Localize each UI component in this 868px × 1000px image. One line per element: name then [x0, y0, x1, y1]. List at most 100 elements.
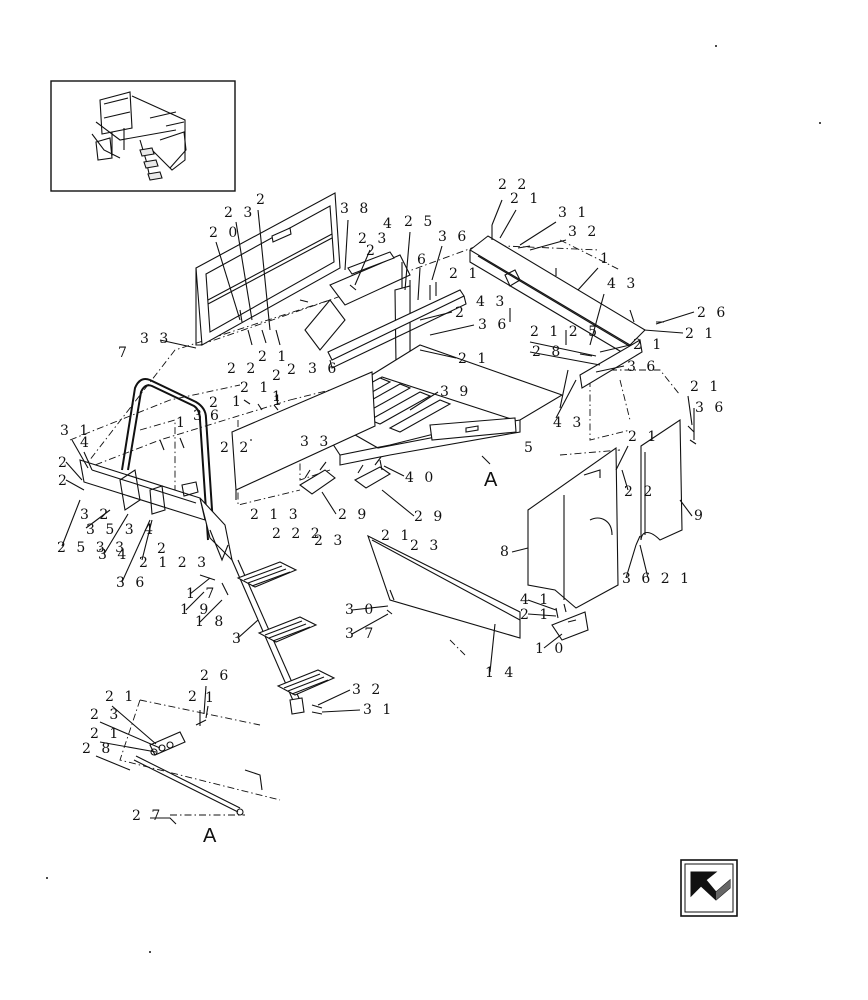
part-label: 2 [287, 362, 299, 378]
part-label: 2 [58, 473, 70, 489]
part-label: 2 3 [224, 205, 255, 221]
part-label: 1 [176, 415, 188, 431]
part-label: 2 2 [227, 361, 258, 377]
part-label: 2 [256, 192, 268, 208]
part-label: 3 6 [627, 359, 658, 375]
part-label: 1 0 [535, 641, 566, 657]
part-label: 4 [80, 435, 92, 451]
part-label: 3 6 [308, 361, 339, 377]
part-label: 3 [232, 631, 244, 647]
part-label: 3 6 [116, 575, 147, 591]
part-label: 6 [417, 252, 429, 268]
part-label: 2 1 [690, 379, 721, 395]
part-label: 2 9 [338, 507, 369, 523]
part-label: 2 2 [624, 484, 655, 500]
part-label: 2 3 [410, 538, 441, 554]
part-label: 2 1 [633, 337, 664, 353]
part-label: 3 2 [568, 224, 599, 240]
part-label: 2 [272, 368, 284, 384]
part-label: 3 2 [80, 507, 111, 523]
part-label: 2 1 [628, 429, 659, 445]
view-label: A [203, 825, 217, 847]
part-label: 2 1 [685, 326, 716, 342]
front-wall-panel [231, 371, 376, 500]
part-label: 2 [455, 305, 467, 321]
part-label: 2 3 [90, 707, 121, 723]
part-label: 2 1 [90, 726, 121, 742]
lower-panel-14 [367, 534, 521, 639]
part-label: 3 9 [440, 384, 471, 400]
part-label: 2 7 [132, 808, 163, 824]
part-label: 2 2 [498, 177, 529, 193]
view-label: A [484, 469, 498, 491]
part-label: 3 1 [363, 702, 394, 718]
part-label: 2 1 [458, 351, 489, 367]
part-label: 2 1 [240, 380, 271, 396]
part-label: 2 [157, 541, 169, 557]
part-label: 1 [272, 389, 284, 405]
part-label: 1 7 [186, 586, 217, 602]
part-label: 2 6 [200, 668, 231, 684]
part-label: 2 5 3 3 [57, 540, 127, 556]
brackets [299, 456, 392, 495]
part-label: 2 1 3 [250, 507, 301, 523]
return-arrow-icon[interactable] [680, 859, 738, 917]
part-label: 9 [694, 508, 706, 524]
side-panel-9 [640, 418, 683, 541]
part-label: 2 9 [414, 509, 445, 525]
view-labels: AA [203, 469, 498, 847]
part-label: 3 5 3 4 [86, 522, 156, 538]
part-label: 1 [205, 690, 217, 706]
part-label: 3 0 [345, 602, 376, 618]
part-label: 4 3 [476, 294, 507, 310]
part-label: 3 6 [478, 317, 509, 333]
part-label: 8 [500, 544, 512, 560]
part-label: 1 [600, 251, 612, 267]
part-label: 3 1 [558, 205, 589, 221]
bracket-10 [551, 611, 589, 641]
part-label: 2 [209, 395, 221, 411]
part-label: 2 2 2 [272, 526, 323, 542]
part-label: 5 [524, 440, 536, 456]
part-label: 3 6 [438, 229, 469, 245]
part-label: 2 1 2 5 [530, 324, 600, 340]
part-label: 3 3 [140, 331, 171, 347]
part-label: 3 6 [695, 400, 726, 416]
part-label: 2 2 [220, 440, 251, 456]
part-label: 2 6 [697, 305, 728, 321]
view-a-shaft [133, 710, 263, 816]
part-label: 1 [232, 394, 244, 410]
part-label: 2 1 [520, 607, 551, 623]
part-label: 4 1 [520, 592, 551, 608]
back-panel [195, 192, 341, 346]
part-label: 1 4 [485, 665, 516, 681]
ladder-frame [79, 378, 233, 562]
part-label: 2 1 [258, 349, 289, 365]
part-label: 3 8 [340, 201, 371, 217]
stray-marks [46, 45, 821, 953]
part-label: 2 [58, 455, 70, 471]
part-label: 3 3 [300, 434, 331, 450]
part-label: 4 0 [405, 470, 436, 486]
part-label: 1 [273, 393, 285, 409]
part-label: 4 3 [553, 415, 584, 431]
part-label: 2 3 [314, 533, 345, 549]
part-label: 3 6 2 1 [622, 571, 692, 587]
part-label: 1 8 [195, 614, 226, 630]
part-label: 2 8 [82, 741, 113, 757]
part-label: 2 1 [381, 528, 412, 544]
ladder-steps [231, 559, 336, 715]
part-label: 2 1 [510, 191, 541, 207]
part-label: 2 [366, 243, 378, 259]
part-label: 3 4 [98, 547, 129, 563]
part-label: 2 [188, 689, 200, 705]
leader-lines [61, 199, 695, 825]
part-label: 2 0 [209, 225, 240, 241]
part-label: 3 1 [60, 423, 91, 439]
part-label: 1 9 [180, 602, 211, 618]
part-label: 3 [193, 408, 205, 424]
side-panel-8 [527, 446, 619, 609]
part-label: 2 1 [105, 689, 136, 705]
part-label: 3 7 [345, 626, 376, 642]
